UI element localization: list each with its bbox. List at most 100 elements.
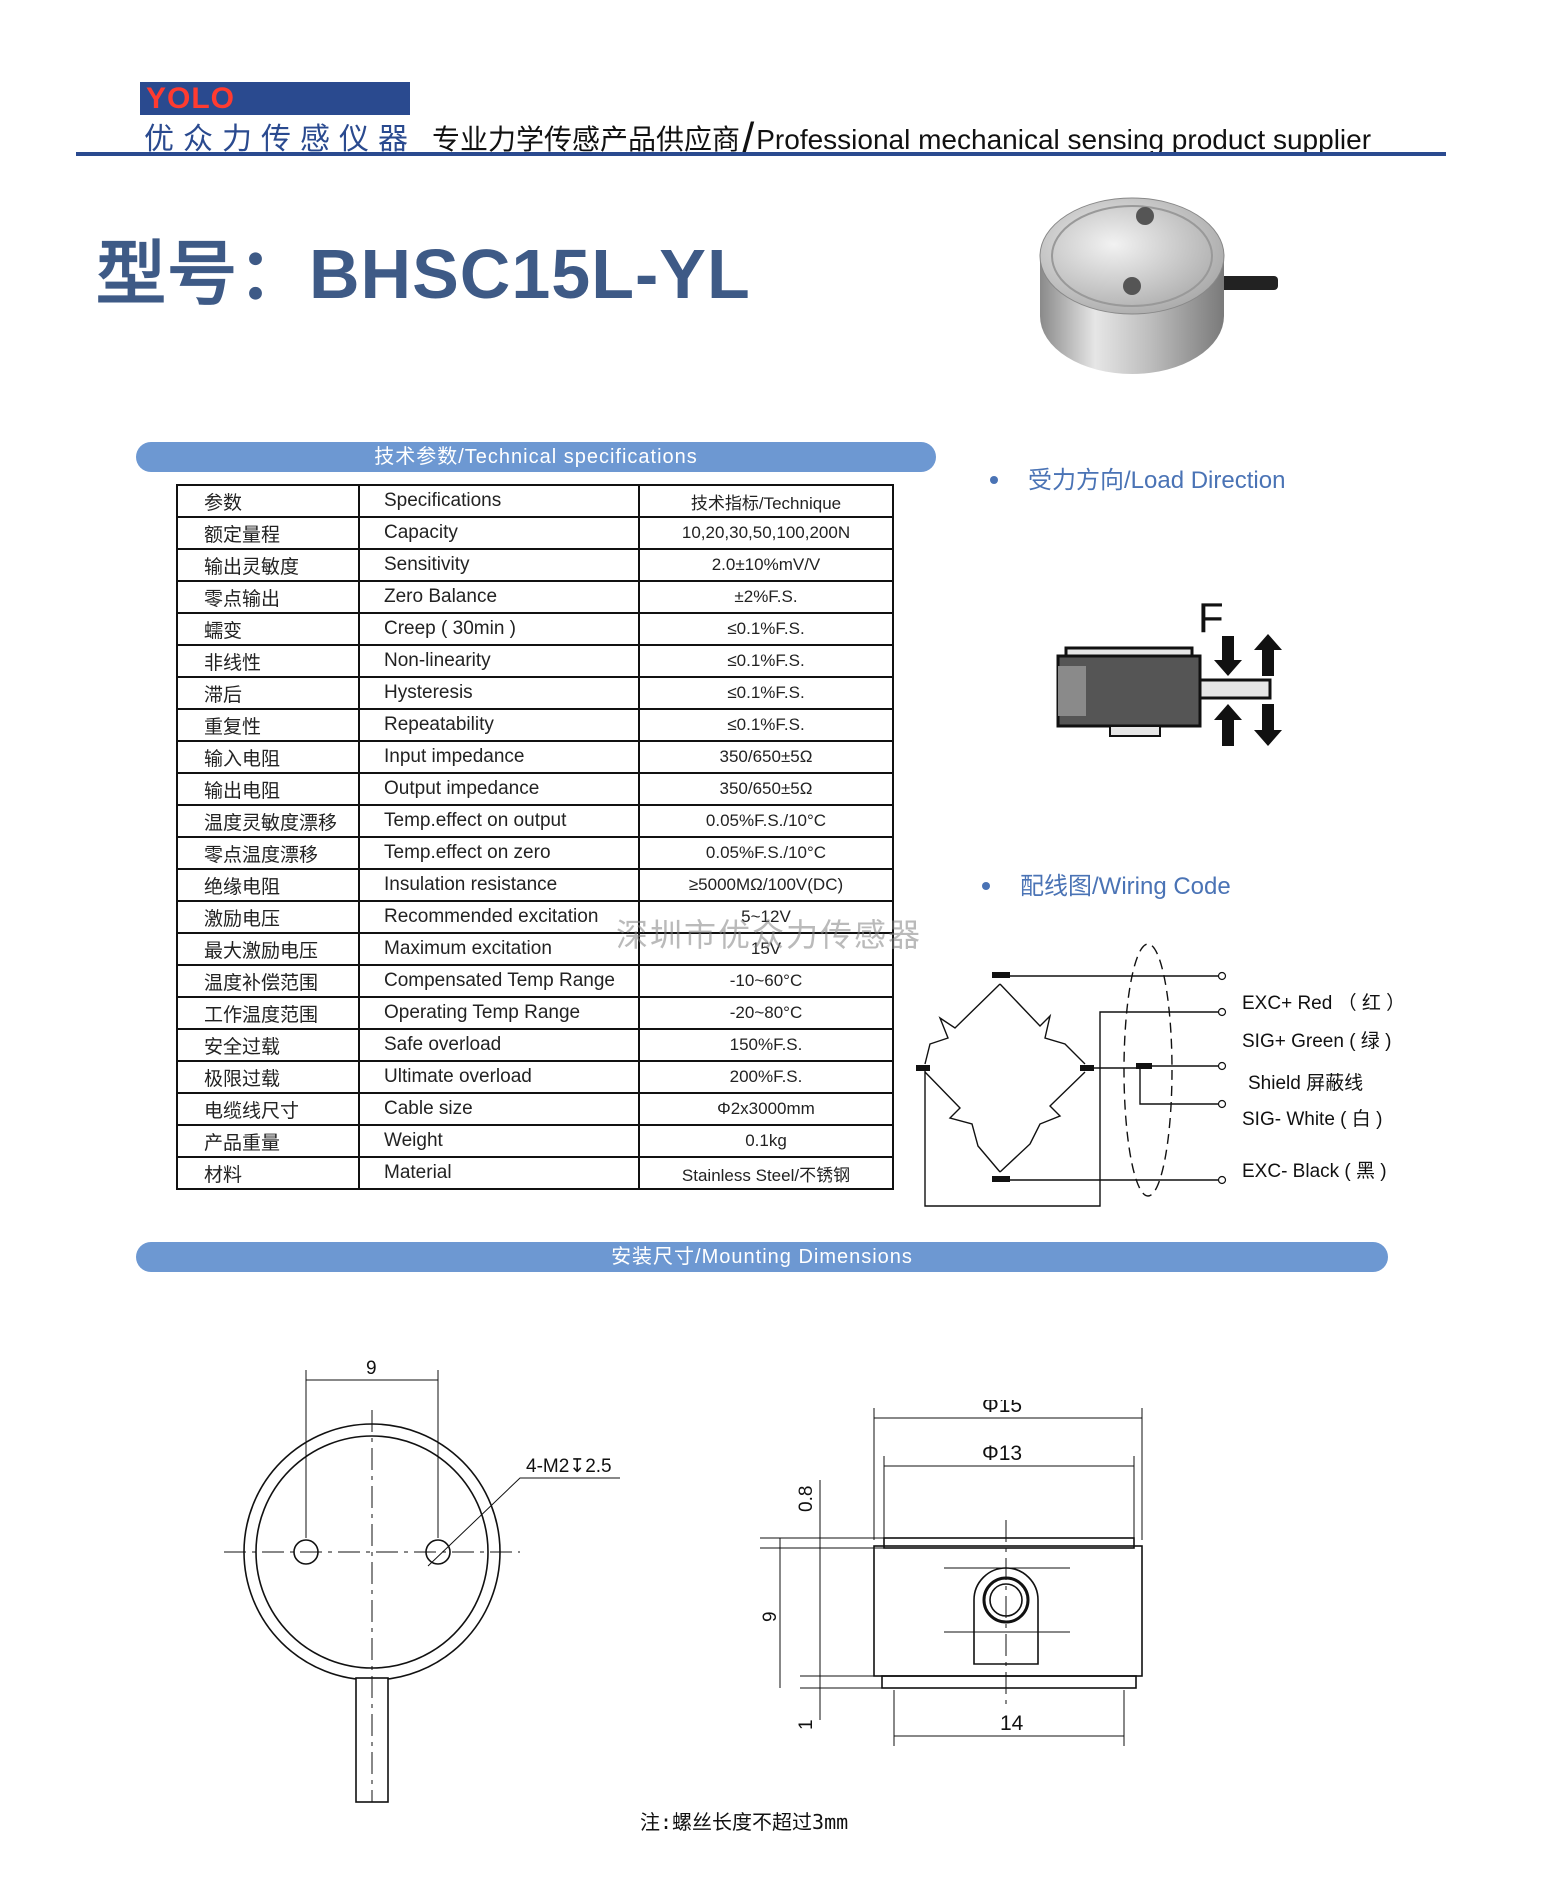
spec-parameter-cn: 输入电阻	[176, 740, 360, 774]
logo-chinese-name: 优众力传感仪器	[144, 123, 417, 156]
watermark: 深圳市优众力传感器	[616, 917, 923, 953]
spec-parameter-en: Creep ( 30min )	[358, 612, 640, 646]
spec-value: 5~12V	[638, 900, 894, 934]
cable	[1208, 276, 1278, 290]
bridge-resistor	[999, 983, 1086, 1065]
dim-top-height: 0.8	[796, 1486, 817, 1512]
spec-parameter-cn: 温度灵敏度漂移	[176, 804, 360, 838]
spec-parameter-en: Operating Temp Range	[358, 996, 640, 1030]
spec-parameter-en: Input impedance	[358, 740, 640, 774]
spec-section-title: 技术参数/Technical specifications	[136, 442, 936, 472]
bridge-node	[992, 972, 1010, 978]
spec-parameter-cn: 安全过载	[176, 1028, 360, 1062]
load-direction-diagram: F	[1056, 594, 1282, 746]
spec-value: 15V	[638, 932, 894, 966]
arrow-down-icon	[1214, 636, 1242, 676]
spec-value: Φ2x3000mm	[638, 1092, 894, 1126]
bridge-node	[1080, 1065, 1094, 1071]
sensor-bottom-boss	[1109, 725, 1161, 737]
spec-parameter-en: Weight	[358, 1124, 640, 1158]
spec-parameter-en: Maximum excitation	[358, 932, 640, 966]
arrow-down-icon	[1254, 704, 1282, 746]
terminal-icon	[1217, 1061, 1227, 1071]
thread-hole	[1136, 207, 1154, 225]
load-direction-title-text: 受力方向/Load Direction	[1028, 467, 1286, 494]
spec-parameter-en: Cable size	[358, 1092, 640, 1126]
spec-parameter-cn: 材料	[176, 1156, 360, 1190]
column-header: Specifications	[358, 484, 640, 518]
bullet-icon	[990, 476, 998, 484]
bridge-resistor	[924, 983, 1001, 1065]
spec-parameter-en: Temp.effect on output	[358, 804, 640, 838]
spec-parameter-en: Non-linearity	[358, 644, 640, 678]
spec-parameter-en: Insulation resistance	[358, 868, 640, 902]
spec-value: ≤0.1%F.S.	[638, 612, 894, 646]
leader-line	[427, 1477, 620, 1567]
bridge-resistor	[999, 1071, 1086, 1173]
spec-parameter-en: Compensated Temp Range	[358, 964, 640, 998]
spec-parameter-cn: 电缆线尺寸	[176, 1092, 360, 1126]
spec-parameter-cn: 非线性	[176, 644, 360, 678]
dim-bottom-width: 14	[1000, 1712, 1024, 1735]
sensor-top-ring	[1051, 205, 1213, 307]
spec-parameter-en: Safe overload	[358, 1028, 640, 1062]
dim-thread: 4-M2↧2.5	[526, 1456, 612, 1477]
bridge-node	[992, 1176, 1010, 1182]
sensor-top	[1039, 197, 1225, 315]
force-label: F	[1198, 594, 1224, 641]
spec-parameter-cn: 零点输出	[176, 580, 360, 614]
arrow-up-icon	[1254, 634, 1282, 676]
body-outline	[873, 1545, 1143, 1677]
spec-parameter-cn: 输出灵敏度	[176, 548, 360, 582]
spec-value: 350/650±5Ω	[638, 740, 894, 774]
wire-label-sig-minus: SIG- White ( 白 )	[1242, 1109, 1383, 1130]
cable-sheath-outline	[1123, 943, 1173, 1197]
spec-parameter-cn: 最大激励电压	[176, 932, 360, 966]
spec-parameter-cn: 温度补偿范围	[176, 964, 360, 998]
spec-value: ±2%F.S.	[638, 580, 894, 614]
terminal-icon	[1217, 971, 1227, 981]
bottom-lip	[881, 1675, 1137, 1689]
logo: YOLO LOADCELL	[140, 82, 410, 148]
load-direction-title: 受力方向/Load Direction	[990, 460, 1285, 495]
wire-label-exc-plus: EXC+ Red （ 红 ）	[1242, 993, 1406, 1014]
spec-parameter-cn: 额定量程	[176, 516, 360, 550]
bridge-node	[1136, 1063, 1152, 1069]
spec-value: ≤0.1%F.S.	[638, 644, 894, 678]
spec-value: ≤0.1%F.S.	[638, 708, 894, 742]
spec-parameter-en: Material	[358, 1156, 640, 1190]
spec-value: -10~60°C	[638, 964, 894, 998]
top-lip	[883, 1537, 1135, 1549]
tagline-cn: 专业力学传感产品供应商	[432, 124, 741, 155]
wire-sig-minus	[1085, 1067, 1218, 1105]
spec-parameter-cn: 重复性	[176, 708, 360, 742]
spec-parameter-en: Temp.effect on zero	[358, 836, 640, 870]
model-title: 型号：BHSC15L-YL	[96, 235, 751, 313]
wire-label-exc-minus: EXC- Black ( 黑 )	[1242, 1161, 1387, 1182]
wire-label-sig-plus: SIG+ Green ( 绿 )	[1242, 1031, 1392, 1052]
table-header-row: 参数 Specifications 技术指标/Technique	[176, 484, 894, 518]
spec-parameter-cn: 绝缘电阻	[176, 868, 360, 902]
spec-value: 0.05%F.S./10°C	[638, 804, 894, 838]
spec-value: ≥5000MΩ/100V(DC)	[638, 868, 894, 902]
spec-parameter-en: Ultimate overload	[358, 1060, 640, 1094]
wiring-diagram	[916, 943, 1227, 1207]
spec-parameter-en: Capacity	[358, 516, 640, 550]
sensor-cable-stub	[1198, 678, 1272, 700]
side-view-drawing: Φ15 Φ13 0.8 9 1 14	[760, 1400, 1143, 1746]
spec-parameter-en: Repeatability	[358, 708, 640, 742]
